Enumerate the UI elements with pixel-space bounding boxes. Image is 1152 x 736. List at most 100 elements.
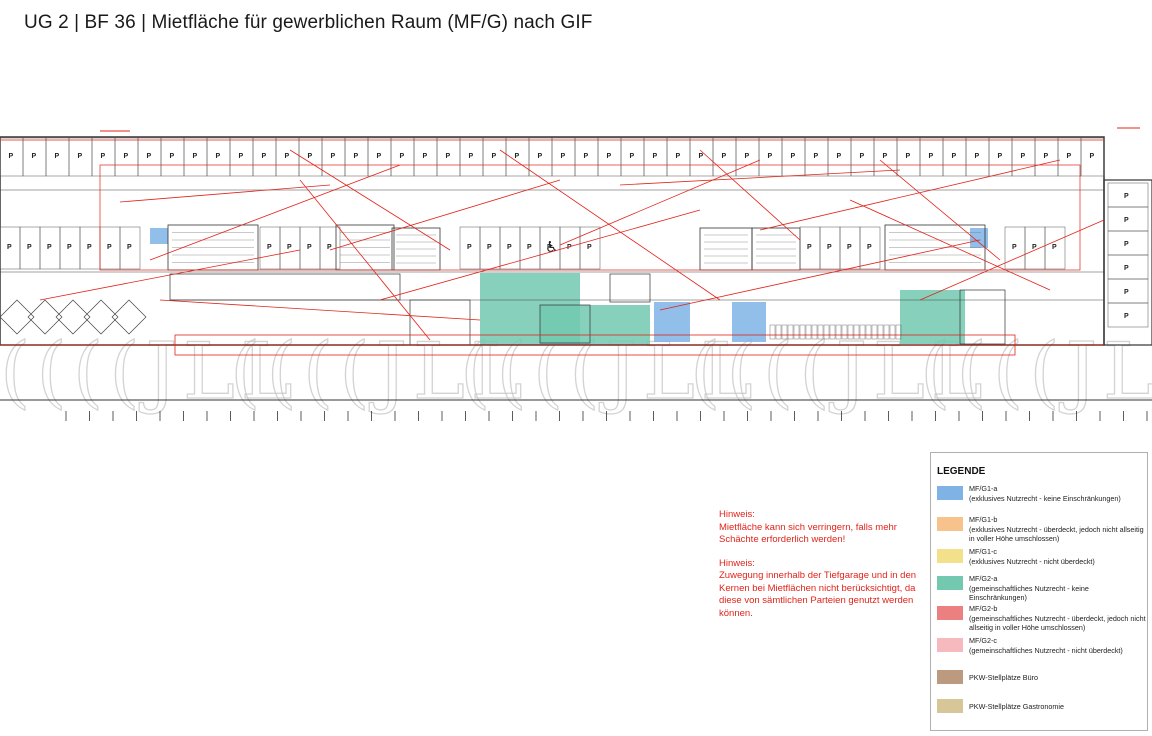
- note-1-heading: Hinweis:: [719, 509, 755, 520]
- parking-symbol: P: [7, 244, 12, 251]
- parking-symbol: P: [147, 153, 152, 160]
- legend-desc: (exklusives Nutzrecht - nicht überdeckt): [969, 556, 1095, 566]
- parking-symbol: P: [101, 153, 106, 160]
- legend-code: MF/G1-a: [969, 484, 998, 493]
- rental-area: [900, 290, 965, 344]
- technical-cell: [787, 324, 794, 340]
- measurement-line: [159, 299, 481, 321]
- parking-symbol: P: [446, 153, 451, 160]
- parking-symbol: P: [584, 153, 589, 160]
- parking-symbol: P: [722, 153, 727, 160]
- room: [539, 304, 591, 344]
- parking-space: [1107, 302, 1149, 328]
- legend-desc: (gemeinschaftliches Nutzrecht - keine Ei…: [969, 583, 1089, 603]
- technical-cell: [793, 324, 800, 340]
- legend-text: MF/G1-b(exklusives Nutzrecht - überdeckt…: [969, 515, 1147, 544]
- measurement-frame: [174, 334, 1016, 356]
- parking-space: [859, 226, 881, 270]
- legend-desc: (exklusives Nutzrecht - überdeckt, jedoc…: [969, 524, 1144, 544]
- legend-swatch: [937, 517, 963, 531]
- parking-space: [579, 226, 601, 270]
- rental-area: [732, 302, 766, 342]
- measurement-line: [289, 149, 451, 251]
- measurement-line: [849, 199, 1051, 291]
- note-2: Hinweis: Zuwegung innerhalb der Tiefgara…: [719, 558, 919, 621]
- ramp-element: [27, 299, 63, 335]
- parking-symbol: P: [607, 153, 612, 160]
- parking-symbol: P: [1021, 153, 1026, 160]
- parking-symbol: P: [507, 244, 512, 251]
- parking-symbol: P: [867, 244, 872, 251]
- measurement-line: [759, 159, 1061, 231]
- legend-desc: PKW-Stellplätze Gastronomie: [969, 702, 1064, 711]
- technical-cell: [847, 324, 854, 340]
- parking-symbol: P: [308, 153, 313, 160]
- parking-symbol: P: [745, 153, 750, 160]
- parking-symbol: P: [1067, 153, 1072, 160]
- watermark-text: ((((JLL: [0, 327, 299, 417]
- parking-symbol: P: [538, 153, 543, 160]
- parking-space: [119, 226, 141, 270]
- parking-symbol: P: [87, 244, 92, 251]
- parking-symbol: P: [216, 153, 221, 160]
- ramp-element: [0, 299, 35, 335]
- parking-symbol: P: [55, 153, 60, 160]
- parking-symbol: P: [952, 153, 957, 160]
- legend-code: MF/G1-b: [969, 515, 998, 524]
- annex-outline: [1103, 179, 1152, 346]
- parking-symbol: P: [1012, 244, 1017, 251]
- parking-symbol: P: [27, 244, 32, 251]
- measurement-lines: [0, 127, 1140, 356]
- room: [609, 273, 651, 303]
- parking-symbol: P: [331, 153, 336, 160]
- parking-symbol: P: [1124, 289, 1129, 296]
- legend-swatch: [937, 486, 963, 500]
- legend-code: MF/G1-c: [969, 547, 997, 556]
- parking-symbol: P: [239, 153, 244, 160]
- parking-symbol: P: [78, 153, 83, 160]
- parking-symbol: P: [327, 244, 332, 251]
- technical-cell: [775, 324, 782, 340]
- measurement-line: [299, 179, 431, 341]
- parking-symbol: P: [354, 153, 359, 160]
- technical-cell: [877, 324, 884, 340]
- parking-symbol: P: [653, 153, 658, 160]
- measurement-line: [149, 164, 401, 261]
- ramp-element: [83, 299, 119, 335]
- technical-cell: [781, 324, 788, 340]
- legend-swatch: [937, 549, 963, 563]
- parking-symbol: P: [630, 153, 635, 160]
- measurement-line: [499, 149, 721, 301]
- technical-cell: [769, 324, 776, 340]
- parking-symbol: P: [47, 244, 52, 251]
- ramp-element: [111, 299, 147, 335]
- note-1-text: Mietfläche kann sich verringern, falls m…: [719, 521, 897, 546]
- measurement-line: [39, 249, 301, 301]
- legend-desc: PKW-Stellplätze Büro: [969, 673, 1038, 682]
- note-2-heading: Hinweis:: [719, 557, 755, 569]
- ramp-element: [55, 299, 91, 335]
- legend-text: MF/G2-b(gemeinschaftliches Nutzrecht - ü…: [969, 604, 1147, 633]
- technical-cell: [853, 324, 860, 340]
- legend-swatch: [937, 699, 963, 713]
- measurement-line: [329, 179, 561, 251]
- parking-symbol: P: [492, 153, 497, 160]
- measurement-line: [619, 169, 901, 186]
- legend-text: PKW-Stellplätze Gastronomie: [969, 702, 1147, 712]
- room: [959, 289, 1006, 345]
- parking-symbol: P: [423, 153, 428, 160]
- rental-area: [150, 228, 168, 244]
- parking-symbol: P: [1124, 193, 1129, 200]
- parking-symbol: P: [1052, 244, 1057, 251]
- parking-symbol: P: [32, 153, 37, 160]
- technical-cell: [811, 324, 818, 340]
- parking-symbol: P: [814, 153, 819, 160]
- note-2-text: Zuwegung innerhalb der Tiefgarage und in…: [719, 570, 917, 619]
- legend-swatch: [937, 638, 963, 652]
- parking-space: [1080, 137, 1105, 177]
- measurement-line: [659, 239, 981, 311]
- legend-text: MF/G2-a(gemeinschaftliches Nutzrecht - k…: [969, 574, 1147, 603]
- parking-symbol: P: [676, 153, 681, 160]
- technical-cell: [835, 324, 842, 340]
- parking-symbol: P: [587, 244, 592, 251]
